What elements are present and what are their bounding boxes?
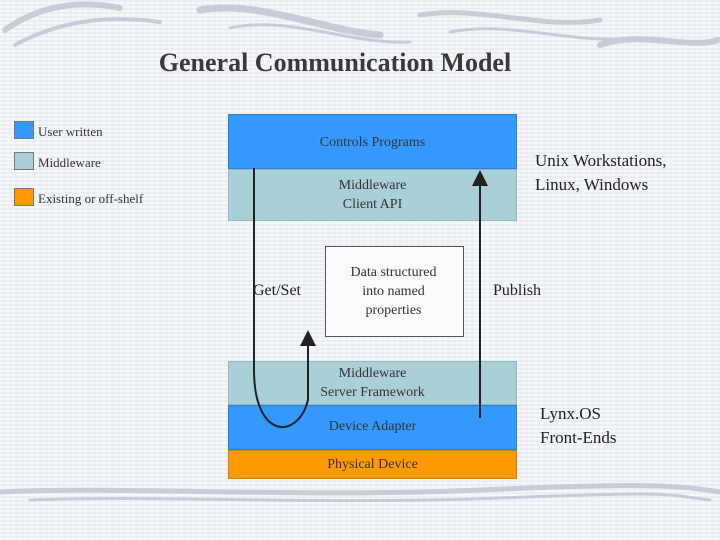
middleware-server-label-2: Server Framework	[320, 385, 425, 400]
legend-label-user-written: User written	[38, 124, 103, 139]
middleware-client-label-1: Middleware	[338, 178, 407, 193]
physical-device-label: Physical Device	[327, 457, 418, 472]
get-set-label: Get/Set	[253, 282, 301, 299]
legend-swatch-user-written	[14, 121, 34, 139]
data-box-line-3: properties	[365, 303, 422, 318]
middleware-client-label-2: Client API	[342, 197, 403, 212]
middleware-server-label-1: Middleware	[338, 366, 407, 381]
data-structured-box	[325, 246, 464, 337]
lynxos-label-2: Front-Ends	[540, 428, 617, 447]
lynxos-label-1: Lynx.OS	[540, 404, 601, 423]
physical-device-box	[228, 450, 517, 479]
legend-label-existing: Existing or off-shelf	[38, 191, 144, 206]
publish-label: Publish	[493, 282, 542, 299]
controls-programs-label: Controls Programs	[319, 135, 426, 150]
legend-label-middleware: Middleware	[38, 155, 101, 170]
controls-programs-box	[228, 114, 517, 169]
device-adapter-label: Device Adapter	[328, 419, 417, 434]
page-title: General Communication Model	[158, 48, 512, 77]
data-box-line-1: Data structured	[350, 265, 437, 280]
legend-swatch-middleware	[14, 152, 34, 170]
unix-workstations-label-2: Linux, Windows	[535, 175, 649, 194]
data-box-line-2: into named	[362, 284, 425, 299]
legend-swatch-existing	[14, 188, 34, 206]
unix-workstations-label-1: Unix Workstations,	[535, 151, 667, 170]
